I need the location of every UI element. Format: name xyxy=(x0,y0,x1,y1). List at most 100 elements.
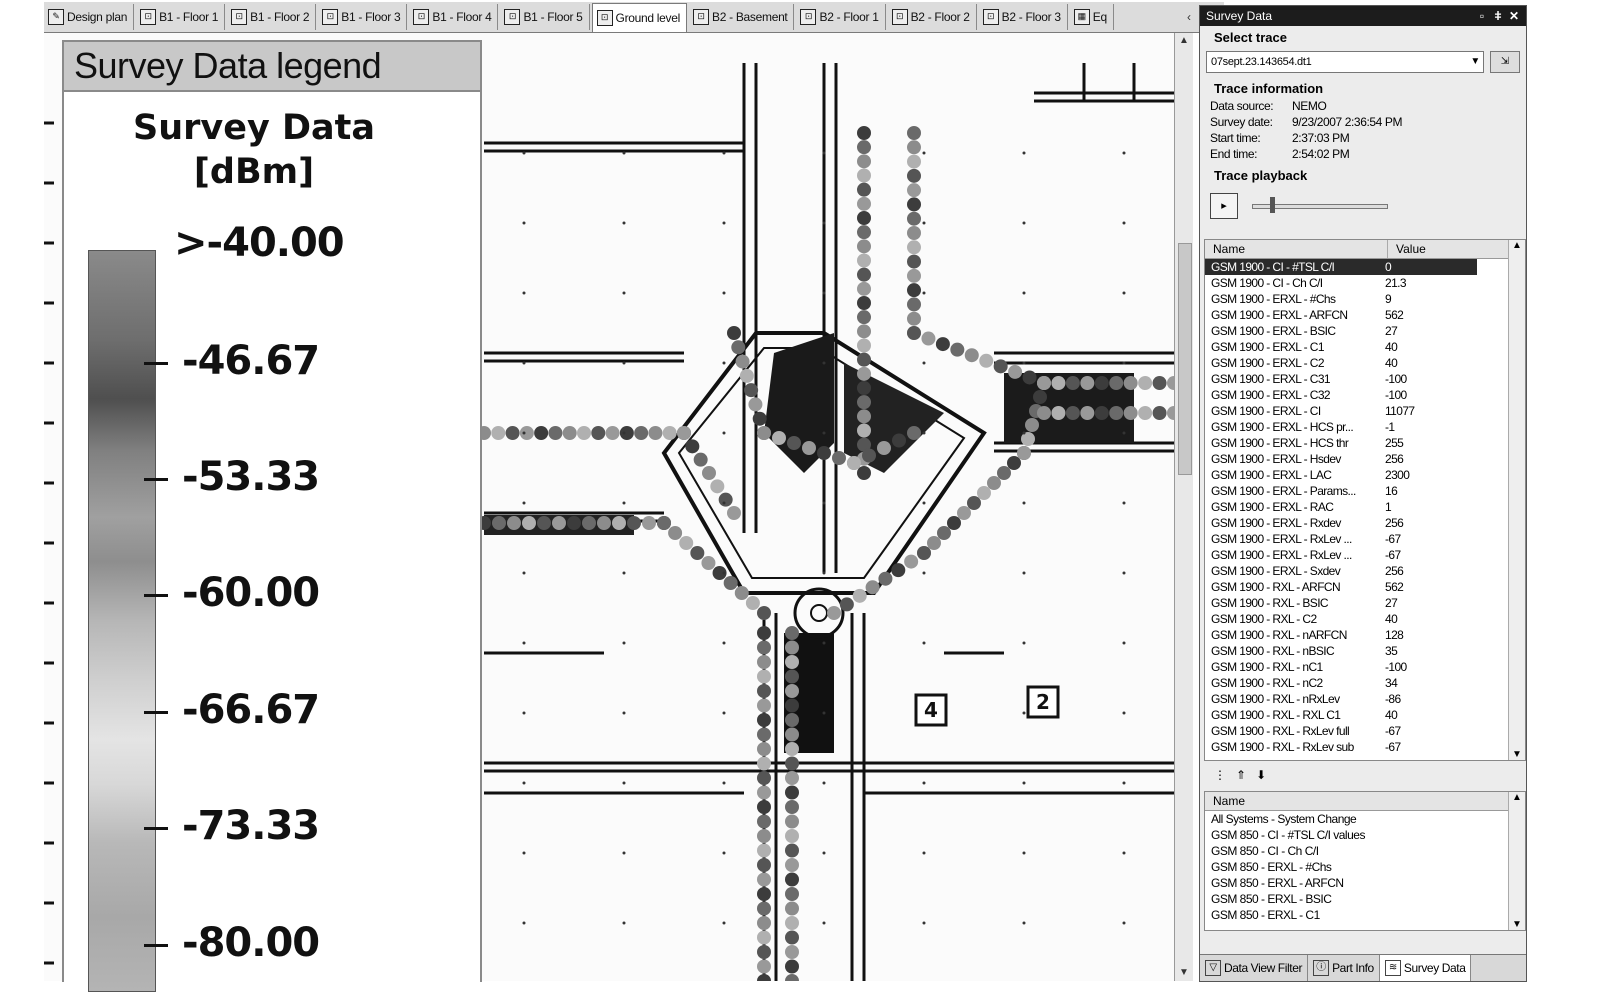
list-item[interactable]: GSM 850 - CI - Ch C/I xyxy=(1211,844,1319,858)
grid-header-value[interactable]: Value xyxy=(1396,242,1426,256)
grid-point xyxy=(522,921,526,925)
tab-b2-floor-2[interactable]: ⊡B2 - Floor 2 xyxy=(888,4,977,30)
row-name: GSM 1900 - ERXL - C1 xyxy=(1211,340,1325,354)
table-row[interactable]: GSM 1900 - RXL - RxLev full-67 xyxy=(1205,723,1525,739)
row-value: 35 xyxy=(1385,644,1398,658)
list-scrollbar[interactable]: ▲ ▼ xyxy=(1508,792,1525,930)
tab-b2-floor-1[interactable]: ⊡B2 - Floor 1 xyxy=(796,4,886,30)
tab-scroll-left-icon[interactable]: ‹ xyxy=(1187,10,1191,24)
trace-select[interactable]: 07sept.23.143654.dt1 ▼ xyxy=(1206,51,1484,73)
row-value: 1 xyxy=(1385,500,1392,514)
tab-b1-floor-5[interactable]: ⊡B1 - Floor 5 xyxy=(500,4,590,30)
scroll-down-icon[interactable]: ▼ xyxy=(1512,919,1522,930)
table-row[interactable]: GSM 1900 - ERXL - C31-100 xyxy=(1205,371,1525,387)
move-down-icon[interactable]: ⬇ xyxy=(1256,768,1267,782)
tab-design-plan[interactable]: ✎Design plan xyxy=(44,4,135,30)
list-item[interactable]: GSM 850 - CI - #TSL C/I values xyxy=(1211,828,1365,842)
table-row[interactable]: GSM 1900 - ERXL - C32-100 xyxy=(1205,387,1525,403)
grid-scrollbar[interactable]: ▲ ▼ xyxy=(1508,240,1525,760)
tab-label: B1 - Floor 1 xyxy=(159,10,219,24)
scroll-up-icon[interactable]: ▲ xyxy=(1512,792,1522,803)
app-window: ✎Design plan⊡B1 - Floor 1⊡B1 - Floor 2⊡B… xyxy=(44,0,1582,992)
list-item[interactable]: GSM 850 - ERXL - ARFCN xyxy=(1211,876,1344,890)
panel-close-icon[interactable]: ✕ xyxy=(1508,9,1520,23)
tab-b1-floor-4[interactable]: ⊡B1 - Floor 4 xyxy=(409,4,499,30)
tab-b1-floor-2[interactable]: ⊡B1 - Floor 2 xyxy=(227,4,317,30)
grid-header-name[interactable]: Name xyxy=(1205,240,1388,258)
floor-tab-bar: ✎Design plan⊡B1 - Floor 1⊡B1 - Floor 2⊡B… xyxy=(44,2,1224,33)
survey-sample-dot xyxy=(662,426,677,440)
scroll-down-icon[interactable]: ▼ xyxy=(1512,749,1522,760)
grid-point xyxy=(722,501,726,505)
tab-ground-level[interactable]: ⊡Ground level xyxy=(591,2,687,32)
row-value: 40 xyxy=(1385,708,1398,722)
scroll-down-icon[interactable]: ▼ xyxy=(1179,967,1189,978)
chevron-down-icon[interactable]: ▼ xyxy=(1470,56,1480,67)
list-item[interactable]: GSM 850 - ERXL - #Chs xyxy=(1211,860,1332,874)
table-row[interactable]: GSM 1900 - RXL - nC1-100 xyxy=(1205,659,1525,675)
scroll-thumb[interactable] xyxy=(1178,243,1192,475)
table-row[interactable]: GSM 1900 - ERXL - HCS pr...-1 xyxy=(1205,419,1525,435)
table-row[interactable]: GSM 1900 - RXL - RxLev sub-67 xyxy=(1205,739,1525,755)
scroll-up-icon[interactable]: ▲ xyxy=(1512,240,1522,251)
trace-info-row: Data source:NEMO xyxy=(1200,98,1526,114)
row-value: -100 xyxy=(1385,388,1407,402)
table-row[interactable]: GSM 1900 - ERXL - RxLev ...-67 xyxy=(1205,547,1525,563)
floor-icon: ⊡ xyxy=(596,9,613,26)
list-item[interactable]: GSM 850 - ERXL - C1 xyxy=(1211,908,1320,922)
move-up-icon[interactable]: ⇑ xyxy=(1236,768,1247,782)
location-marker-box xyxy=(914,693,948,727)
panel-float-icon[interactable]: ▫ xyxy=(1479,9,1485,23)
legend-tick-mark xyxy=(144,711,168,714)
table-row[interactable]: GSM 1900 - RXL - nRxLev-86 xyxy=(1205,691,1525,707)
survey-sample-dot xyxy=(785,945,799,959)
tab-b2-floor-3[interactable]: ⊡B2 - Floor 3 xyxy=(979,4,1068,30)
panel-tab-data-view-filter[interactable]: ▽Data View Filter xyxy=(1200,955,1309,981)
list-item[interactable]: GSM 850 - ERXL - BSIC xyxy=(1211,892,1332,906)
playback-slider-thumb[interactable] xyxy=(1270,197,1275,213)
tab-b1-floor-1[interactable]: ⊡B1 - Floor 1 xyxy=(136,4,226,30)
row-value: 11077 xyxy=(1385,404,1415,418)
tab-eq[interactable]: ▦Eq xyxy=(1070,4,1114,30)
tab-b1-floor-3[interactable]: ⊡B1 - Floor 3 xyxy=(318,4,408,30)
survey-sample-dot xyxy=(757,626,771,640)
table-row[interactable]: GSM 1900 - ERXL - RxLev ...-67 xyxy=(1205,531,1525,547)
map-vertical-scrollbar[interactable]: ▲ ▼ xyxy=(1174,33,1193,981)
list-item[interactable]: All Systems - System Change xyxy=(1211,812,1357,826)
table-row[interactable]: GSM 1900 - ERXL - Params...16 xyxy=(1205,483,1525,499)
tab-b2-basement[interactable]: ⊡B2 - Basement xyxy=(689,4,795,30)
play-button[interactable]: ▸ xyxy=(1210,193,1238,219)
play-icon: ▸ xyxy=(1221,200,1227,212)
scroll-up-icon[interactable]: ▲ xyxy=(1179,35,1189,46)
survey-sample-dot xyxy=(690,546,705,560)
panel-pin-icon[interactable]: ǂ xyxy=(1494,9,1502,23)
trace-open-button[interactable]: ⇲ xyxy=(1490,51,1520,73)
list-header-name[interactable]: Name xyxy=(1205,792,1525,811)
grid-point xyxy=(822,571,826,575)
playback-slider[interactable] xyxy=(1252,195,1388,217)
panel-tab-survey-data[interactable]: ≋Survey Data xyxy=(1379,955,1472,981)
